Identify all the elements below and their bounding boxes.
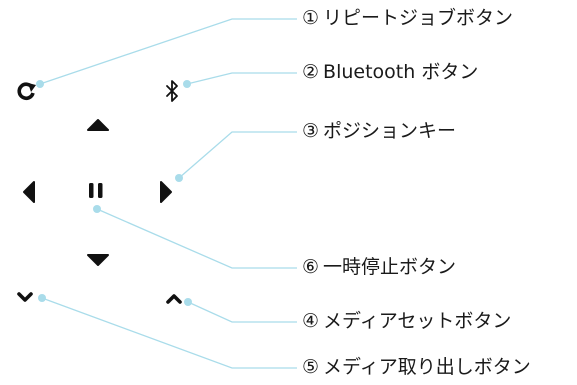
arrow-down-icon[interactable] xyxy=(87,254,109,266)
leader-line-repeat xyxy=(39,18,297,85)
dot-repeat xyxy=(36,80,44,88)
callout-number: ① xyxy=(302,7,320,29)
arrow-up-icon[interactable] xyxy=(87,119,109,131)
chevron-up-icon[interactable] xyxy=(166,294,182,304)
callout-number: ③ xyxy=(302,120,320,142)
arrow-left-icon[interactable] xyxy=(23,181,35,203)
leader-line-media-set xyxy=(187,301,297,323)
callout-number: ⑤ xyxy=(302,356,320,378)
callout-text: リピートジョブボタン xyxy=(323,7,514,29)
dot-pause xyxy=(93,205,101,213)
leader-line-bluetooth xyxy=(186,72,297,85)
leader-lines xyxy=(39,18,297,369)
dot-position xyxy=(175,174,183,182)
leader-line-pause xyxy=(96,208,297,269)
callout-number: ② xyxy=(302,61,320,83)
callout-text: メディアセットボタン xyxy=(323,310,512,332)
callout-text: Bluetooth ボタン xyxy=(323,61,479,83)
dot-bluetooth xyxy=(183,80,191,88)
leader-dots xyxy=(36,80,192,306)
repeat-icon[interactable] xyxy=(17,82,36,101)
callout-number: ⑥ xyxy=(302,256,320,278)
callout-text: ポジションキー xyxy=(323,120,457,142)
callout-text: 一時停止ボタン xyxy=(323,256,457,278)
leader-line-position xyxy=(178,131,297,179)
callout-text: メディア取り出しボタン xyxy=(323,356,531,378)
dot-media-set xyxy=(184,298,192,306)
callout-number: ④ xyxy=(302,310,320,332)
arrow-right-icon[interactable] xyxy=(160,181,172,203)
dot-media-eject xyxy=(38,294,46,302)
leader-line-media-eject xyxy=(41,297,297,369)
chevron-down-icon[interactable] xyxy=(17,292,33,302)
pause-icon[interactable] xyxy=(89,183,103,198)
bluetooth-icon[interactable] xyxy=(166,80,178,102)
